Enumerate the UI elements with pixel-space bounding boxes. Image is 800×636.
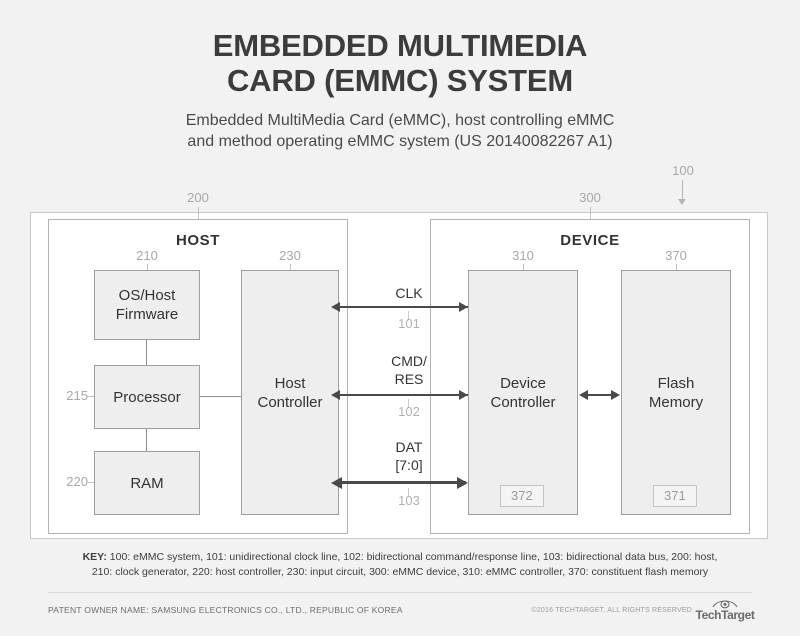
block-processor-label: Processor xyxy=(113,388,181,406)
key-legend: KEY: 100: eMMC system, 101: unidirection… xyxy=(50,550,750,580)
device-ref-tick xyxy=(590,207,591,219)
title-line-2: CARD (EMMC) SYSTEM xyxy=(227,63,573,98)
patent-owner-text: PATENT OWNER NAME: SAMSUNG ELECTRONICS C… xyxy=(48,605,403,615)
eye-icon xyxy=(694,597,756,609)
flash-memory-ref-label: 370 xyxy=(665,248,687,263)
subtitle-line-2: and method operating eMMC system (US 201… xyxy=(187,133,613,150)
key-line-1-text: 100: eMMC system, 101: unidirectional cl… xyxy=(106,551,718,563)
signal-clk-arrow-left-icon xyxy=(331,302,340,312)
signal-clk-label: CLK xyxy=(395,285,423,301)
signal-dat-line xyxy=(342,481,466,484)
signal-cmd-res-ref-label: 102 xyxy=(398,404,420,419)
block-flash-memory: Flash Memory xyxy=(621,270,731,515)
block-os-host-firmware-label: OS/Host Firmware xyxy=(115,287,179,323)
signal-cmd-res-arrow-left-icon xyxy=(331,390,340,400)
device-ref-label: 300 xyxy=(579,190,601,205)
signal-cmd-res-arrow-right-icon xyxy=(459,390,468,400)
host-controller-ref-tick xyxy=(290,264,291,271)
system-ref-leader-line xyxy=(682,180,683,202)
block-os-host-firmware: OS/Host Firmware xyxy=(94,270,200,340)
title-line-1: EMBEDDED MULTIMEDIA xyxy=(212,28,588,63)
ram-ref-tick xyxy=(86,482,94,483)
host-ref-tick xyxy=(198,207,199,219)
ram-ref-label: 220 xyxy=(66,474,88,489)
connector-processor-host-controller xyxy=(200,396,241,397)
host-panel-title: HOST xyxy=(175,232,221,249)
system-ref-arrow-icon xyxy=(678,199,686,205)
block-host-controller-label: Host Controller xyxy=(257,374,323,411)
badge-372: 372 xyxy=(500,485,544,507)
processor-ref-label: 215 xyxy=(66,388,88,403)
signal-cmd-res-label: CMD/ RES xyxy=(391,353,427,387)
copyright-text: ©2016 TECHTARGET. ALL RIGHTS RESERVED xyxy=(531,607,692,614)
arrow-device-controller-flash-left-icon xyxy=(579,390,588,400)
subtitle-line-1: Embedded MultiMedia Card (eMMC), host co… xyxy=(185,112,615,129)
osfw-ref-label: 210 xyxy=(136,248,158,263)
block-flash-memory-label: Flash Memory xyxy=(648,374,704,411)
key-line-1: KEY: 100: eMMC system, 101: unidirection… xyxy=(50,550,750,565)
block-host-controller: Host Controller xyxy=(241,270,339,515)
page-subtitle: Embedded MultiMedia Card (eMMC), host co… xyxy=(0,110,800,152)
footer-divider xyxy=(48,592,752,593)
block-device-controller-label: Device Controller xyxy=(490,374,556,411)
osfw-ref-tick xyxy=(147,264,148,271)
block-ram: RAM xyxy=(94,451,200,515)
key-word: KEY: xyxy=(82,551,107,563)
signal-dat-arrow-left-icon xyxy=(331,477,342,489)
arrow-device-controller-flash-right-icon xyxy=(611,390,620,400)
signal-clk-ref-label: 101 xyxy=(398,316,420,331)
signal-clk-line xyxy=(340,306,468,308)
connector-processor-ram xyxy=(146,429,147,451)
device-controller-ref-tick xyxy=(523,264,524,271)
processor-ref-tick xyxy=(86,396,94,397)
signal-dat-ref-tick xyxy=(408,488,409,497)
signal-dat-arrow-right-icon xyxy=(457,477,468,489)
signal-cmd-res-line xyxy=(340,394,468,396)
system-ref-label: 100 xyxy=(672,163,694,178)
badge-371: 371 xyxy=(653,485,697,507)
page-title: EMBEDDED MULTIMEDIA CARD (EMMC) SYSTEM xyxy=(0,28,800,98)
connector-osfw-processor xyxy=(146,340,147,365)
block-ram-label: RAM xyxy=(130,474,164,492)
block-device-controller: Device Controller xyxy=(468,270,578,515)
signal-cmd-res-ref-tick xyxy=(408,399,409,408)
host-ref-label: 200 xyxy=(187,190,209,205)
device-panel-title: DEVICE xyxy=(560,232,620,249)
signal-dat-ref-label: 103 xyxy=(398,493,420,508)
techtarget-wordmark: TechTarget xyxy=(695,608,755,622)
key-line-2: 210: clock generator, 220: host controll… xyxy=(91,566,709,578)
connector-device-controller-flash xyxy=(588,394,611,396)
signal-dat-label: DAT [7:0] xyxy=(395,439,423,473)
signal-clk-ref-tick xyxy=(408,311,409,320)
device-controller-ref-label: 310 xyxy=(512,248,534,263)
host-controller-ref-label: 230 xyxy=(279,248,301,263)
flash-memory-ref-tick xyxy=(676,264,677,271)
techtarget-logo: TechTarget xyxy=(694,597,756,622)
signal-clk-arrow-right-icon xyxy=(459,302,468,312)
block-processor: Processor xyxy=(94,365,200,429)
